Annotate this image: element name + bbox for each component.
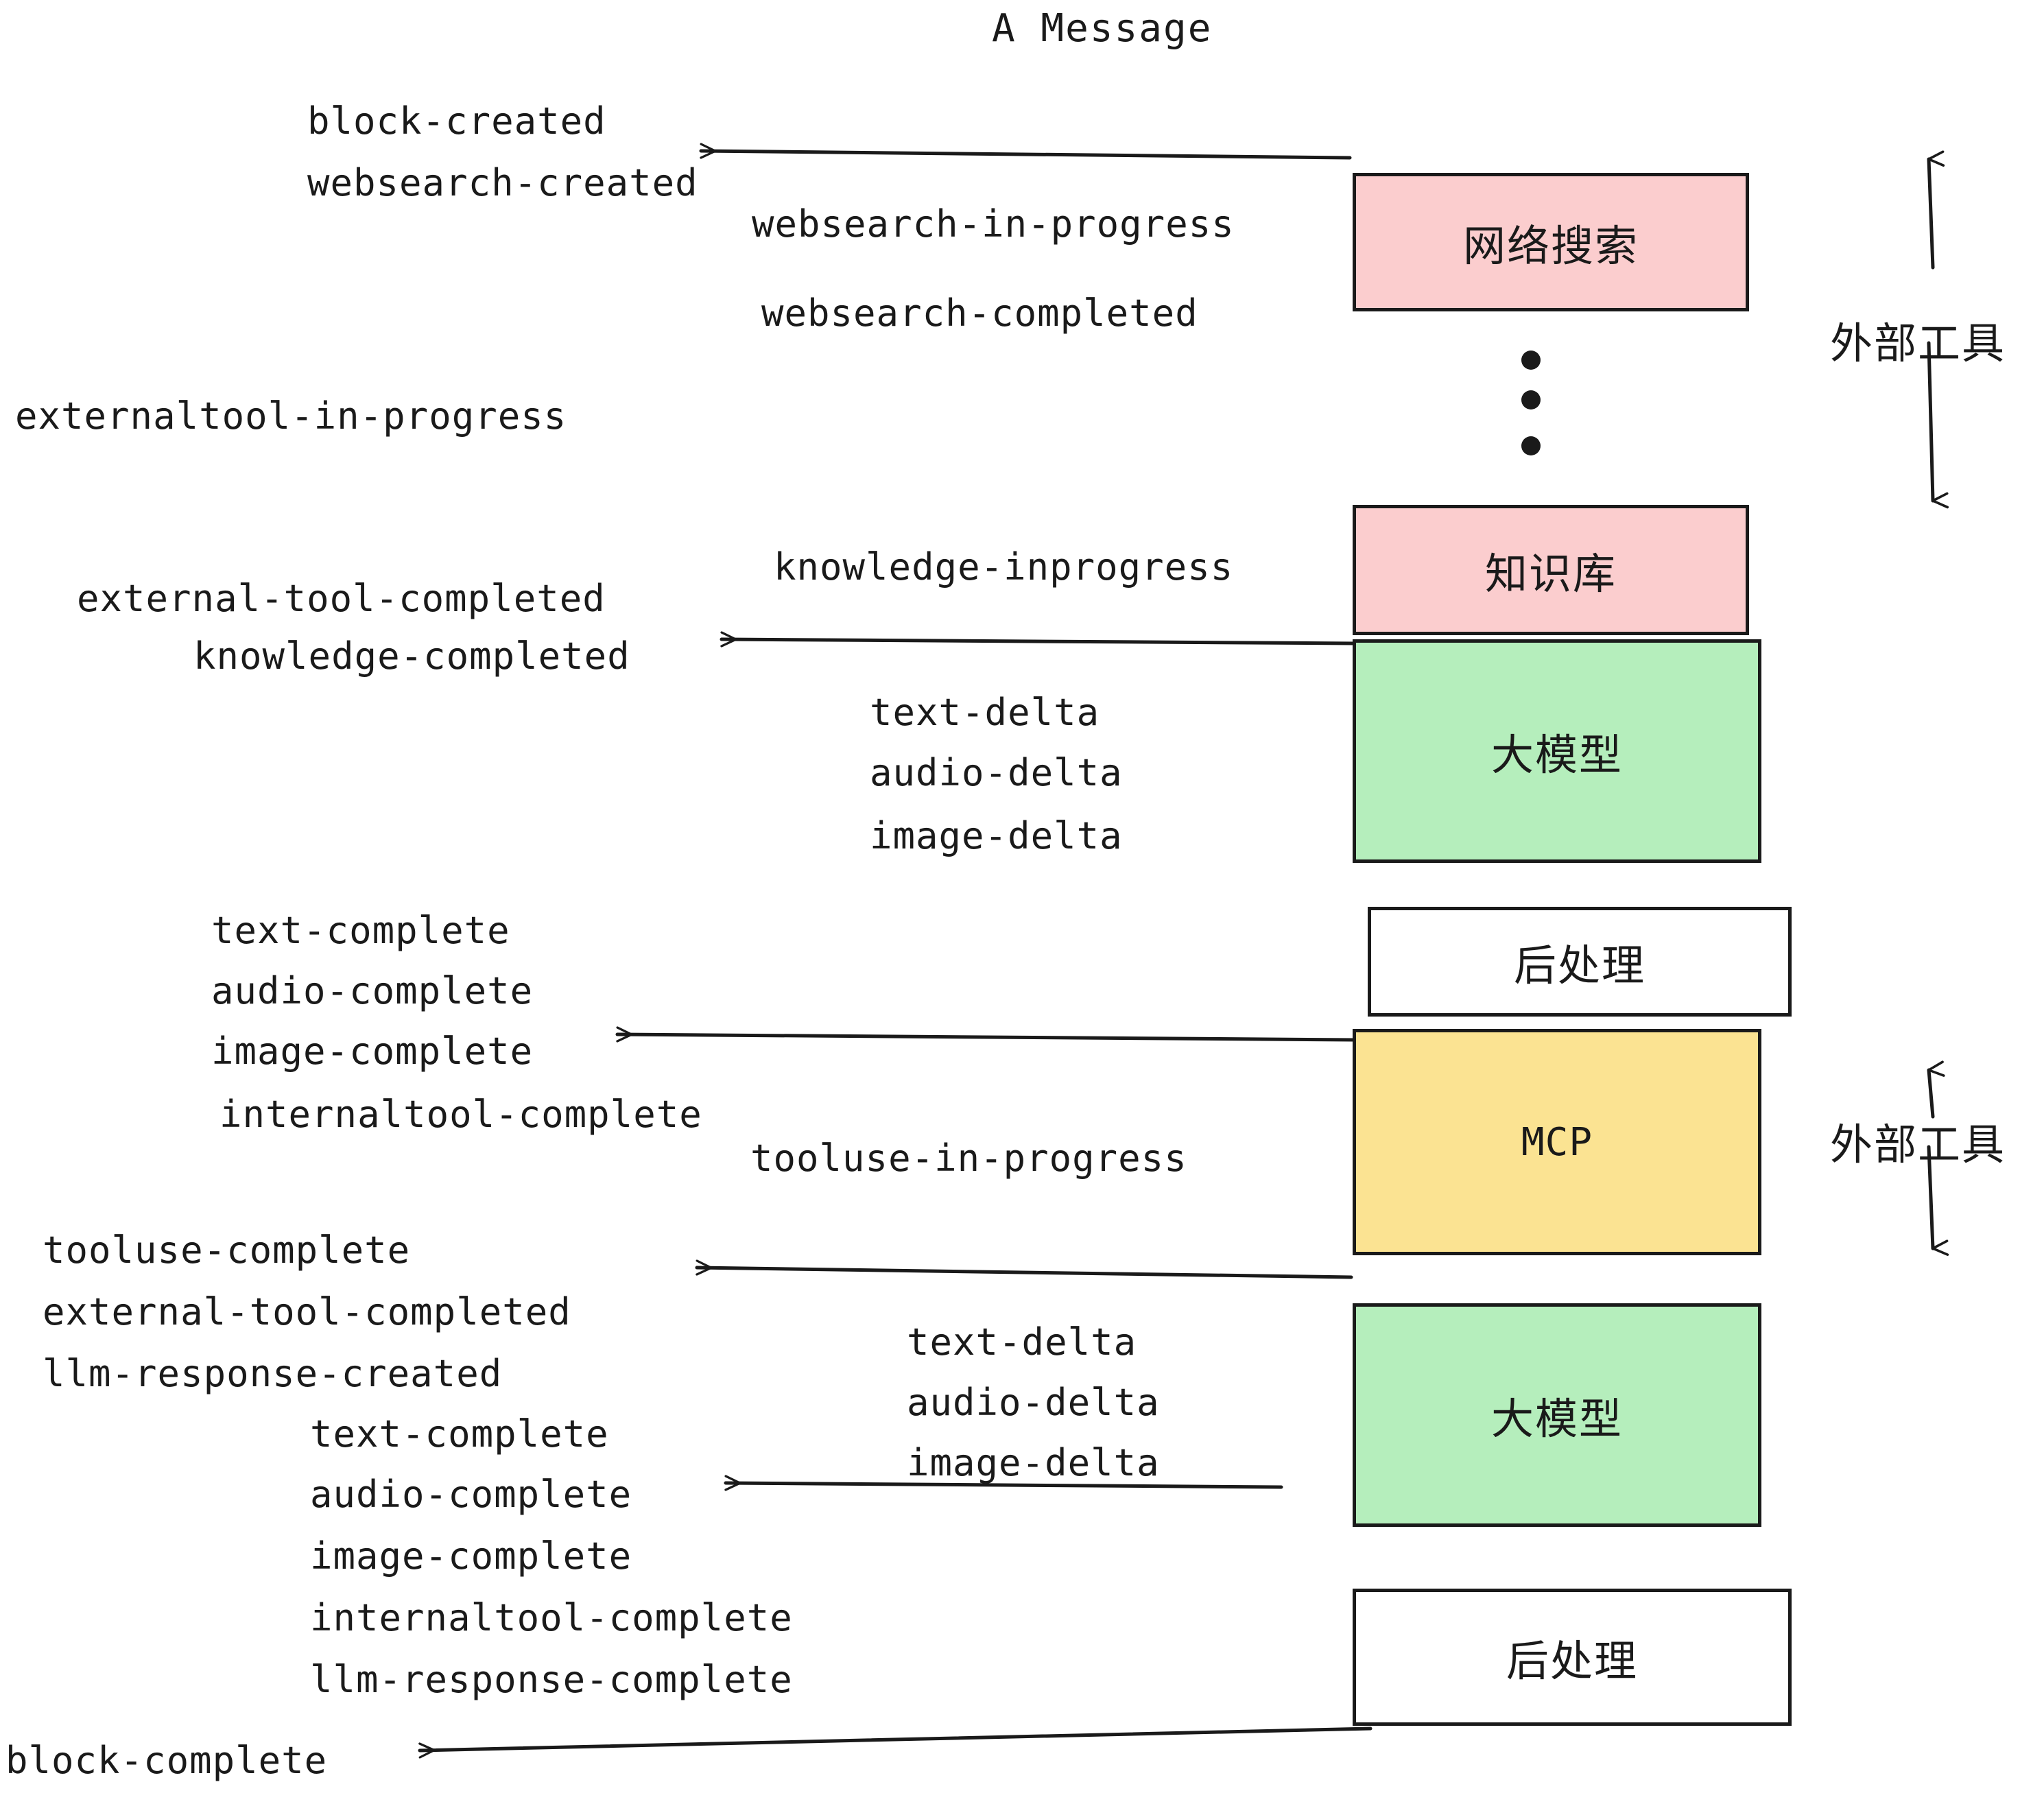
vertical-ellipsis: [1521, 351, 1541, 455]
event-label-audio-delta-2: audio-delta: [907, 1381, 1160, 1424]
event-label-tooluse-complete: tooluse-complete: [43, 1229, 411, 1272]
node-box-llm-1[interactable]: 大模型: [1353, 639, 1761, 863]
ellipsis-dot-3: [1521, 436, 1541, 455]
arrow-arrow-to-block-created: [699, 143, 1352, 160]
arrow-up-external-tools-arrow-bottom: [1927, 1060, 1945, 1119]
arrow-up-external-tools-arrow-top: [1927, 150, 1945, 270]
node-box-mcp[interactable]: MCP: [1353, 1029, 1761, 1255]
node-label-postprocess-2: 后处理: [1506, 1636, 1638, 1686]
page-title: A Message: [992, 6, 1213, 51]
event-label-block-created: block-created: [307, 99, 606, 143]
event-label-audio-complete-2: audio-complete: [310, 1473, 632, 1516]
node-label-llm-1: 大模型: [1490, 730, 1623, 780]
event-label-external-tool-completed-1: external-tool-completed: [77, 577, 606, 620]
arrow-arrow-to-block-complete: [418, 1726, 1372, 1759]
event-label-websearch-completed: websearch-completed: [761, 292, 1198, 335]
event-label-internaltool-complete-1: internaltool-complete: [219, 1093, 702, 1136]
event-label-knowledge-inprogress: knowledge-inprogress: [774, 545, 1234, 589]
event-label-image-complete-1: image-complete: [211, 1030, 534, 1073]
event-label-text-delta-2: text-delta: [907, 1320, 1137, 1364]
event-label-external-tool-completed-2: external-tool-completed: [43, 1290, 571, 1333]
event-label-llm-response-complete: llm-response-complete: [310, 1658, 793, 1701]
event-label-block-complete: block-complete: [5, 1739, 328, 1782]
node-box-llm-2[interactable]: 大模型: [1353, 1303, 1761, 1527]
event-label-websearch-in-progress: websearch-in-progress: [752, 202, 1235, 246]
node-box-postprocess-2[interactable]: 后处理: [1353, 1589, 1792, 1726]
event-label-llm-response-created: llm-response-created: [43, 1352, 503, 1395]
event-label-internaltool-complete-2: internaltool-complete: [310, 1596, 793, 1639]
node-label-llm-2: 大模型: [1490, 1394, 1623, 1444]
node-label-websearch: 网络搜索: [1462, 221, 1639, 271]
ellipsis-dot-2: [1521, 390, 1541, 410]
ellipsis-dot-1: [1521, 351, 1541, 370]
event-label-externaltool-in-progress: externaltool-in-progress: [15, 394, 567, 438]
arrow-arrow-to-image-complete: [615, 1026, 1357, 1043]
event-label-websearch-created: websearch-created: [307, 161, 698, 204]
event-label-text-complete-2: text-complete: [310, 1412, 609, 1456]
event-label-tooluse-in-progress: tooluse-in-progress: [750, 1137, 1187, 1180]
side-label-external-tools-bottom: 外部工具: [1830, 1119, 2006, 1170]
event-label-image-delta-1: image-delta: [870, 814, 1123, 857]
event-label-audio-delta-1: audio-delta: [870, 751, 1123, 794]
arrow-arrow-to-tooluse-complete: [695, 1259, 1353, 1279]
node-label-mcp: MCP: [1521, 1119, 1593, 1165]
side-label-external-tools-top: 外部工具: [1830, 318, 2006, 368]
event-label-audio-complete-1: audio-complete: [211, 969, 534, 1012]
node-label-knowledge: 知识库: [1484, 549, 1617, 599]
event-label-knowledge-completed: knowledge-completed: [193, 634, 630, 678]
node-box-postprocess-1[interactable]: 后处理: [1368, 907, 1792, 1017]
arrow-arrow-to-knowledge-completed: [720, 631, 1357, 648]
event-label-text-complete-1: text-complete: [211, 909, 510, 952]
event-label-text-delta-1: text-delta: [870, 691, 1100, 734]
node-box-websearch[interactable]: 网络搜索: [1353, 173, 1749, 311]
node-box-knowledge[interactable]: 知识库: [1353, 505, 1749, 635]
node-label-postprocess-1: 后处理: [1513, 940, 1645, 990]
event-label-image-complete-2: image-complete: [310, 1534, 632, 1578]
event-label-image-delta-2: image-delta: [907, 1441, 1160, 1484]
